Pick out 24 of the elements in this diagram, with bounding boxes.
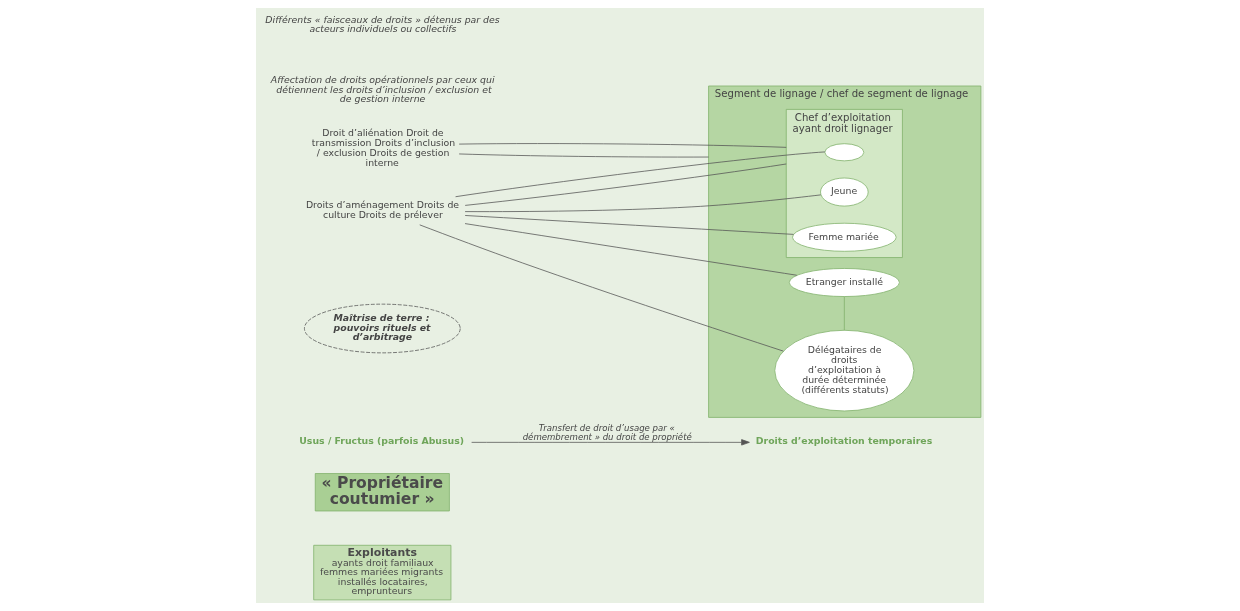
node-ellipse: Maîtrise de terre : pouvoirs rituels et d’arbitrage	[304, 303, 461, 354]
connector	[464, 163, 787, 206]
connector	[843, 296, 845, 331]
node-ellipse: Délégataires de droits d’exploitation à durée déterminée (différents statuts)	[774, 329, 915, 412]
node-ellipse: Jeune	[820, 177, 869, 207]
node-circle	[824, 143, 865, 162]
label: Affectation de droits opérationnels par ceux qui détiennent les droits d’inclusion / exclusion et de gestion interne	[270, 74, 495, 105]
connector	[464, 215, 794, 235]
node-ellipse: Etranger installé	[788, 268, 900, 297]
node-box: « Propriétaire coutumier »	[314, 473, 450, 512]
node-box: Exploitants ayants droit familiaux femmes mariées migrants installés locataires, emprunteurs	[313, 544, 452, 601]
arrow	[471, 439, 750, 446]
node-text: Droit d’aliénation Droit de transmission Droits d’inclusion / exclusion Droits de gestion interne	[311, 126, 456, 168]
label: Différents « faisceaux de droits » détenus par des acteurs individuels ou collectifs	[265, 13, 500, 34]
node-ellipse: Femme mariée	[792, 222, 897, 252]
connector	[419, 224, 784, 352]
connector	[458, 143, 787, 148]
connector	[464, 223, 798, 276]
node-text: Droits d’exploitation temporaires	[755, 434, 933, 446]
node-text: Usus / Fructus (parfois Abusus)	[299, 434, 465, 446]
edge-label: Transfert de droit d’usage par « démembrement » du droit de propriété	[522, 423, 692, 442]
connector	[458, 153, 709, 158]
node-text: Droits d’aménagement Droits de culture Droits de prélever	[305, 199, 460, 221]
connector	[464, 194, 822, 213]
